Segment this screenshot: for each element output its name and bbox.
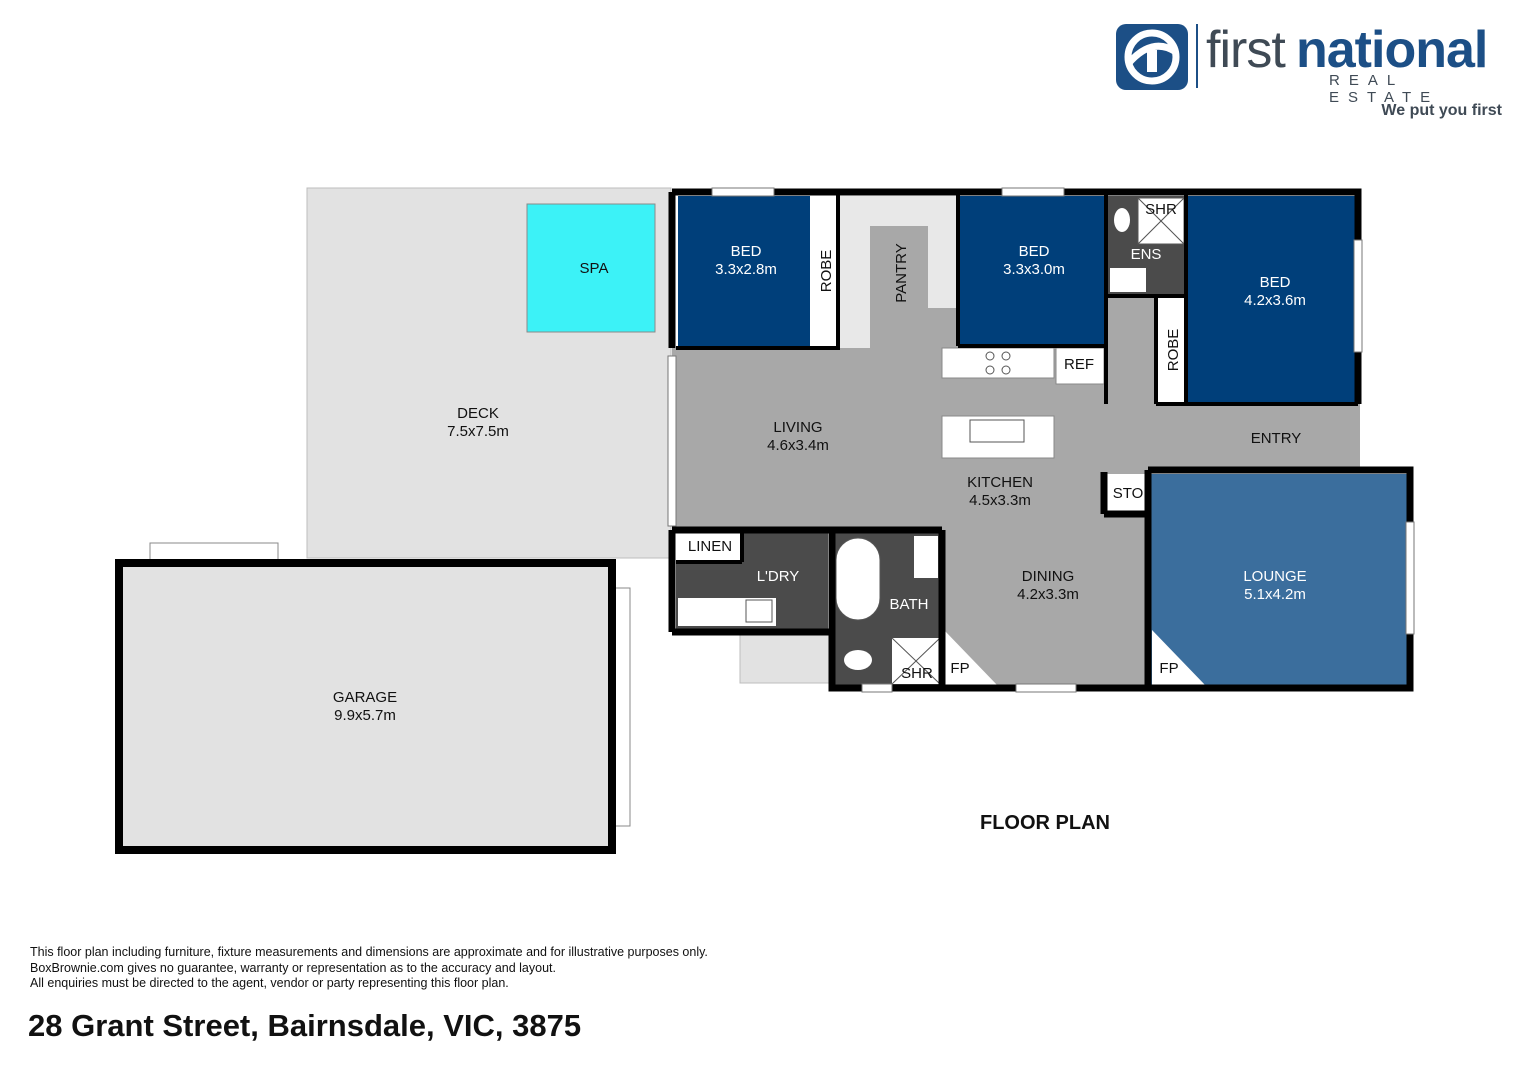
lounge-label: LOUNGE (1243, 568, 1306, 585)
disclaimer-line-3: All enquiries must be directed to the ag… (30, 976, 509, 990)
garage-area (119, 563, 612, 850)
living-label: LIVING (773, 419, 822, 436)
kitchen-size: 4.5x3.3m (969, 492, 1031, 509)
store-area (1106, 474, 1148, 512)
spa-label: SPA (580, 260, 609, 277)
linen-label: LINEN (688, 538, 732, 555)
spa-area (526, 203, 656, 333)
garage-label: GARAGE (333, 689, 397, 706)
bed1-size: 3.3x2.8m (715, 261, 777, 278)
property-address: 28 Grant Street, Bairnsdale, VIC, 3875 (28, 1008, 582, 1043)
brand-name-second: national (1296, 21, 1488, 79)
deck-size: 7.5x7.5m (447, 423, 509, 440)
bed2-size: 3.3x3.0m (1003, 261, 1065, 278)
living-floor (672, 348, 1360, 686)
laundry-label: L'DRY (757, 568, 800, 585)
bed2-label: BED (1019, 243, 1050, 260)
entry-label: ENTRY (1251, 430, 1302, 447)
bed3-label: BED (1260, 274, 1291, 291)
bed3-size: 4.2x3.6m (1244, 292, 1306, 309)
linen-area (676, 532, 742, 560)
ensuite-label: ENS (1131, 246, 1162, 263)
living-size: 4.6x3.4m (767, 437, 829, 454)
fireplace-2-label: FP (1159, 660, 1178, 677)
logo-divider (1196, 24, 1198, 88)
plan-title: FLOOR PLAN (980, 812, 1110, 834)
disclaimer-line-2: BoxBrownie.com gives no guarantee, warra… (30, 960, 556, 975)
brand-name-first: first (1206, 21, 1286, 79)
kitchen-label: KITCHEN (967, 474, 1033, 491)
bed1-label: BED (731, 243, 762, 260)
brand-subtitle: REAL ESTATE (1329, 72, 1440, 106)
bath-label: BATH (890, 596, 929, 613)
bed2-area (960, 196, 1106, 344)
logo-emblem-icon (1116, 24, 1188, 90)
disclaimer-line-1: This floor plan including furniture, fix… (30, 945, 708, 959)
fireplace-1 (944, 630, 998, 686)
pantry-label: PANTRY (893, 243, 910, 302)
fridge-label: REF (1064, 356, 1094, 373)
robe1-area (810, 196, 838, 348)
robe2-area (1158, 296, 1186, 404)
lounge-size: 5.1x4.2m (1244, 586, 1306, 603)
robe1-label: ROBE (818, 250, 835, 293)
ensuite-shower-label: SHR (1145, 201, 1177, 218)
garage-size: 9.9x5.7m (334, 707, 396, 724)
brand-logo: first national REAL ESTATE We put you fi… (1112, 18, 1512, 128)
side-path (739, 629, 833, 684)
robe2-label: ROBE (1165, 329, 1182, 372)
dining-size: 4.2x3.3m (1017, 586, 1079, 603)
fireplace-2 (1152, 630, 1206, 686)
disclaimer: This floor plan including furniture, fix… (30, 945, 708, 992)
bed3-area (1186, 196, 1356, 404)
deck-label: DECK (457, 405, 499, 422)
dining-label: DINING (1022, 568, 1075, 585)
store-label: STO (1113, 485, 1144, 502)
bed1-area (678, 196, 810, 348)
brand-tagline: We put you first (1381, 102, 1502, 119)
lounge-area (1148, 474, 1408, 686)
bath-shower-label: SHR (901, 665, 933, 682)
fireplace-1-label: FP (950, 660, 969, 677)
cooktop-bench (941, 347, 1055, 379)
